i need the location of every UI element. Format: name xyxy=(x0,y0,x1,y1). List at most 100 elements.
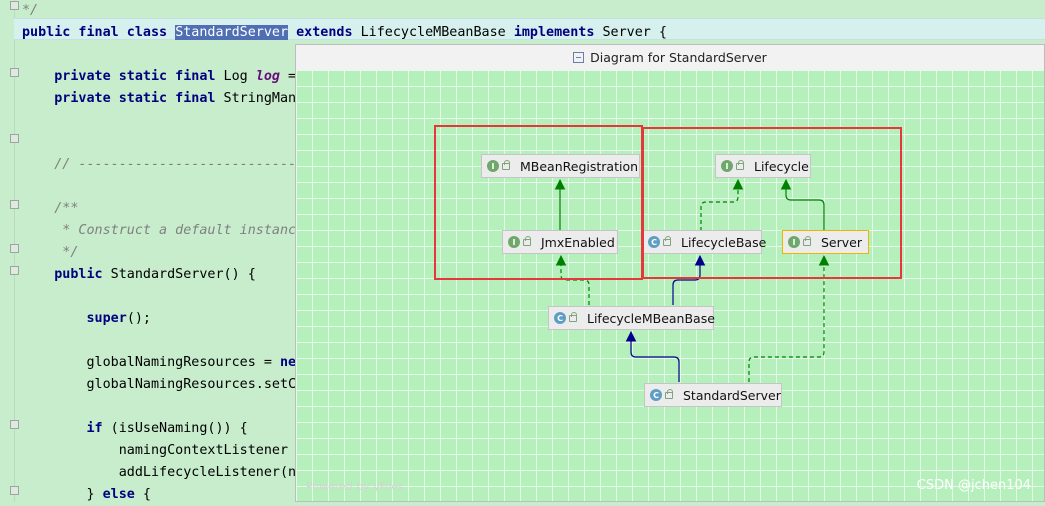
node-mbean-registration[interactable]: I MBeanRegistration xyxy=(481,154,640,178)
fold-marker-icon[interactable] xyxy=(10,1,19,10)
code-token: log xyxy=(255,69,280,84)
code-token: extends xyxy=(296,25,353,40)
code-token: public final class xyxy=(22,25,176,40)
fold-marker-icon[interactable] xyxy=(10,266,19,275)
code-token: (); xyxy=(126,311,151,326)
code-line[interactable]: if (isUseNaming()) { xyxy=(22,418,667,440)
diagram-popup-header[interactable]: Diagram for StandardServer xyxy=(296,45,1044,71)
link-lifecyclebase-to-lifecycle xyxy=(700,178,744,231)
highlight-box-jmx xyxy=(434,125,643,280)
code-line[interactable]: // ----------------------------- xyxy=(22,154,667,176)
code-token: private static final xyxy=(54,91,216,106)
code-line[interactable]: namingContextListener xyxy=(22,440,667,462)
node-label: LifecycleBase xyxy=(681,234,767,250)
code-token: Log xyxy=(215,69,256,84)
node-lifecycle[interactable]: I Lifecycle xyxy=(715,154,811,178)
node-label: Lifecycle xyxy=(754,158,809,174)
lock-icon xyxy=(803,235,811,246)
code-line[interactable]: private static final StringMan xyxy=(22,88,667,110)
code-token xyxy=(22,421,87,436)
code-token xyxy=(22,91,54,106)
interface-icon: I xyxy=(487,160,499,172)
code-token: */ xyxy=(22,3,39,18)
code-line[interactable]: addLifecycleListener(n xyxy=(22,462,667,484)
code-token: { xyxy=(134,487,151,502)
code-token: StandardServer() { xyxy=(102,267,256,282)
node-server[interactable]: I Server xyxy=(782,230,869,254)
fold-marker-icon[interactable] xyxy=(10,244,19,253)
fold-marker-icon[interactable] xyxy=(10,134,19,143)
code-token: * Construct a default instanc xyxy=(22,223,297,238)
node-label: StandardServer xyxy=(683,387,781,403)
link-server-to-lifecycle xyxy=(780,178,825,231)
lock-icon xyxy=(502,159,510,170)
code-token: else xyxy=(102,487,135,502)
diagram-popup[interactable]: Diagram for StandardServer I MBeanRe xyxy=(295,44,1045,502)
lock-icon xyxy=(736,159,744,170)
node-lifecycle-mbean-base[interactable]: C LifecycleMBeanBase xyxy=(548,306,715,330)
inheritance-links xyxy=(554,178,830,382)
code-token: addLifecycleListener(n xyxy=(22,465,297,480)
link-standardserver-to-server xyxy=(748,254,830,382)
fold-marker-icon[interactable] xyxy=(10,420,19,429)
node-label: Server xyxy=(821,234,862,250)
watermark: CSDN @jchen104 xyxy=(916,478,1031,493)
fold-marker-icon[interactable] xyxy=(10,486,19,495)
source-code[interactable]: */ public final class StandardServer exte… xyxy=(22,0,667,506)
node-jmx-enabled[interactable]: I JmxEnabled xyxy=(502,230,618,254)
class-icon: C xyxy=(650,389,662,401)
class-icon: C xyxy=(648,236,660,248)
lock-icon xyxy=(523,235,531,246)
lock-icon xyxy=(569,311,577,322)
code-token: namingContextListener xyxy=(22,443,289,458)
fold-marker-icon[interactable] xyxy=(10,200,19,209)
code-token: (isUseNaming()) { xyxy=(102,421,248,436)
powered-by-label: Powered by yFiles xyxy=(306,480,404,493)
interface-icon: I xyxy=(721,160,733,172)
code-token: } xyxy=(22,487,103,502)
code-token: /** xyxy=(22,201,79,216)
code-token: private static final xyxy=(54,69,216,84)
diagram-icon xyxy=(573,52,585,63)
code-token: super xyxy=(86,311,127,326)
code-token: StringMan xyxy=(215,91,297,106)
link-mbeanbase-to-jmx xyxy=(555,254,590,305)
highlight-box-lifecycle xyxy=(642,127,902,279)
node-label: MBeanRegistration xyxy=(520,158,639,174)
class-icon: C xyxy=(554,312,566,324)
code-token: implements xyxy=(513,25,595,40)
diagram-canvas[interactable]: I MBeanRegistration I Lifecycle I JmxEna… xyxy=(296,70,1044,501)
interface-icon: I xyxy=(788,236,800,248)
interface-icon: I xyxy=(508,236,520,248)
code-line[interactable]: public StandardServer() { xyxy=(22,264,667,286)
code-token: // ----------------------------- xyxy=(22,157,313,172)
code-token xyxy=(288,25,296,40)
code-token: = xyxy=(280,69,297,84)
code-token: globalNamingResources.setC xyxy=(22,377,297,392)
code-token: globalNamingResources = xyxy=(22,355,280,370)
code-line[interactable]: globalNamingResources.setC xyxy=(22,374,667,396)
code-line[interactable]: */ xyxy=(22,242,667,264)
lock-icon xyxy=(665,388,673,399)
code-token: public xyxy=(54,267,103,282)
code-line[interactable]: } else { xyxy=(22,484,667,506)
code-token: */ xyxy=(22,245,79,260)
code-line[interactable]: /** xyxy=(22,198,667,220)
code-token xyxy=(22,267,54,282)
diagram-title: Diagram for StandardServer xyxy=(590,50,767,65)
code-line[interactable]: private static final Log log = xyxy=(22,66,667,88)
code-token: if xyxy=(86,421,103,436)
node-lifecycle-base[interactable]: C LifecycleBase xyxy=(642,230,766,254)
code-line[interactable]: * Construct a default instanc xyxy=(22,220,667,242)
node-standard-server[interactable]: C StandardServer xyxy=(644,383,782,407)
lock-icon xyxy=(663,235,671,246)
node-label: JmxEnabled xyxy=(541,234,615,250)
code-line[interactable]: */ xyxy=(22,0,667,22)
link-standardserver-to-mbeanbase xyxy=(625,330,680,382)
code-line[interactable]: super(); xyxy=(22,308,667,330)
code-token xyxy=(22,311,87,326)
editor-gutter[interactable] xyxy=(0,0,19,502)
fold-marker-icon[interactable] xyxy=(10,68,19,77)
code-line[interactable]: public final class StandardServer extend… xyxy=(22,22,667,44)
selected-text: StandardServer xyxy=(175,25,289,40)
